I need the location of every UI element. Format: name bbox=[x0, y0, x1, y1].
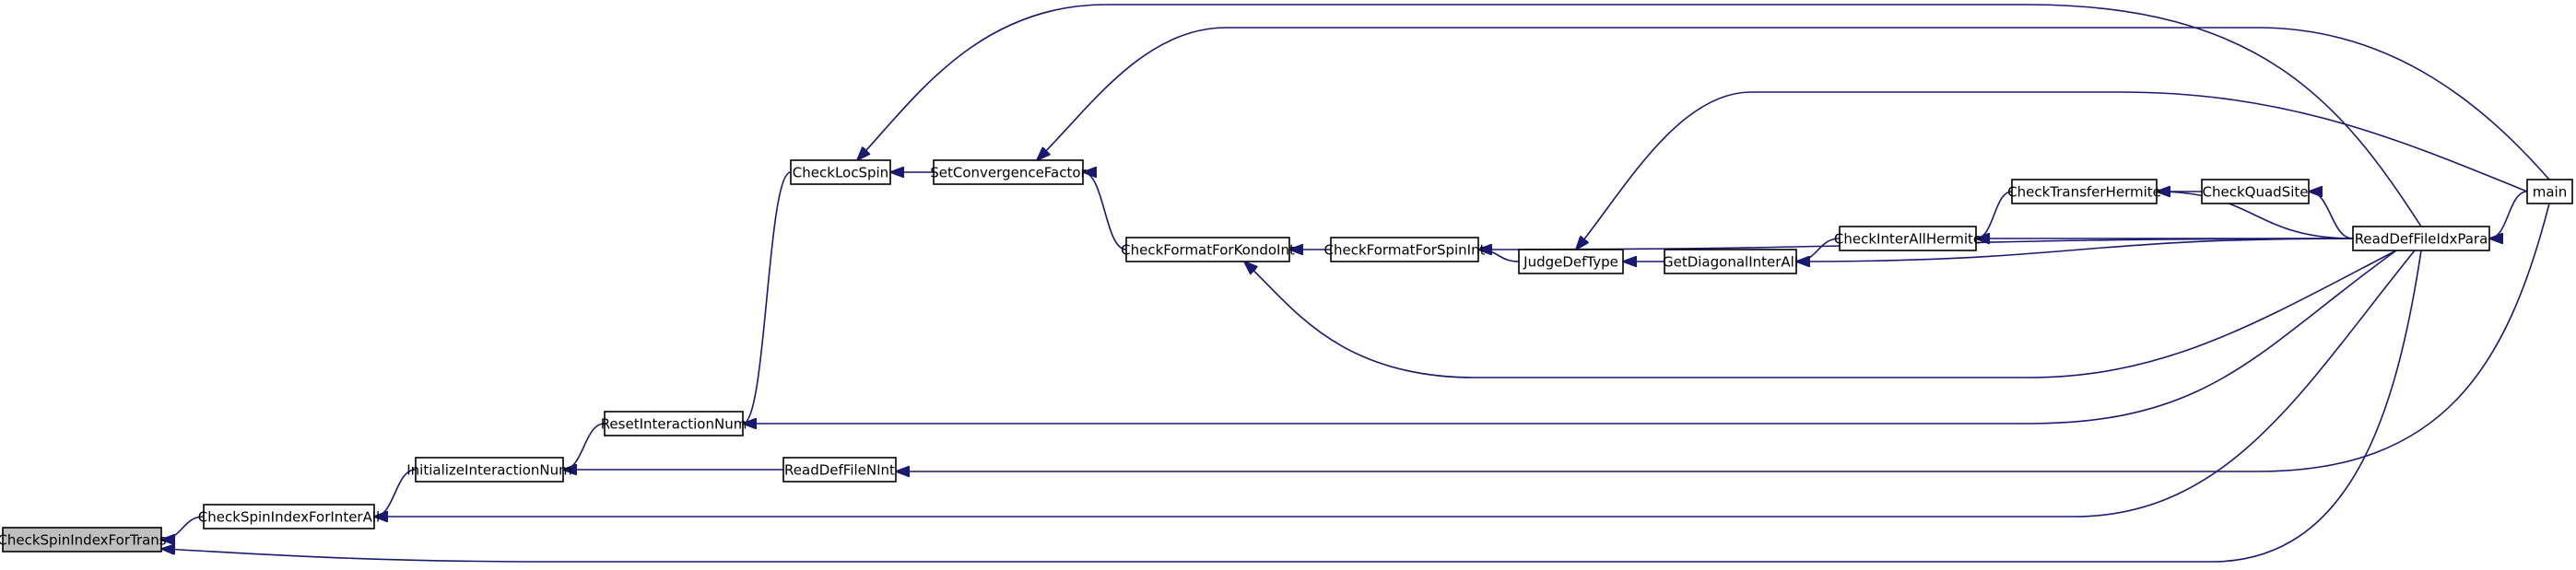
node-CheckTransferHermite[interactable]: CheckTransferHermite bbox=[2007, 179, 2161, 204]
node-CheckFormatForKondoInt[interactable]: CheckFormatForKondoInt bbox=[1121, 237, 1295, 262]
edge-ReadDefFileIdxPara-to-CheckSpinIndexForInterAll bbox=[374, 250, 2416, 517]
node-label: CheckQuadSite bbox=[2203, 184, 2309, 201]
node-label: CheckFormatForSpinInt bbox=[1324, 242, 1486, 259]
node-label: GetDiagonalInterAll bbox=[1663, 254, 1798, 271]
node-label: main bbox=[2533, 184, 2567, 201]
node-box bbox=[933, 159, 1084, 185]
node-main[interactable]: main bbox=[2526, 179, 2573, 204]
node-SetConvergenceFactor[interactable]: SetConvergenceFactor bbox=[930, 159, 1088, 185]
node-box bbox=[2352, 226, 2490, 251]
node-CheckFormatForSpinInt[interactable]: CheckFormatForSpinInt bbox=[1324, 237, 1486, 262]
node-CheckLocSpin[interactable]: CheckLocSpin bbox=[790, 159, 891, 185]
edge-CheckFormatForKondoInt-to-SetConvergenceFactor bbox=[1083, 172, 1127, 250]
node-InitializeInteractionNum[interactable]: InitializeInteractionNum bbox=[406, 457, 572, 483]
edge-main-to-JudgeDefType bbox=[1576, 91, 2528, 250]
node-label: CheckLocSpin bbox=[793, 165, 888, 181]
node-box bbox=[1664, 249, 1797, 274]
node-label: CheckTransferHermite bbox=[2007, 184, 2161, 201]
node-label: SetConvergenceFactor bbox=[930, 165, 1087, 181]
node-label: CheckFormatForKondoInt bbox=[1121, 242, 1295, 259]
node-box bbox=[1839, 226, 1977, 251]
edge-main-to-ReadDefFileIdxPara bbox=[2489, 191, 2528, 238]
edge-ReadDefFileIdxPara-to-CheckLocSpin bbox=[857, 4, 2422, 227]
node-ResetInteractionNum[interactable]: ResetInteractionNum bbox=[601, 411, 747, 436]
node-box bbox=[782, 457, 897, 483]
nodes-layer: CheckSpinIndexForTrans CheckSpinIndexForI… bbox=[0, 159, 2573, 553]
node-box bbox=[203, 504, 375, 529]
edge-ReadDefFileIdxPara-to-GetDiagonalInterAll bbox=[1796, 238, 2354, 262]
edge-ReadDefFileIdxPara-to-CheckTransferHermite bbox=[2157, 192, 2354, 239]
node-label: CheckSpinIndexForInterAll bbox=[198, 509, 380, 526]
edge-ReadDefFileIdxPara-to-CheckSpinIndexForTrans bbox=[161, 250, 2422, 563]
node-label: ResetInteractionNum bbox=[601, 416, 747, 433]
node-box bbox=[2201, 179, 2310, 204]
node-CheckInterAllHermite[interactable]: CheckInterAllHermite bbox=[1834, 226, 1982, 251]
edge-main-to-SetConvergenceFactor bbox=[1037, 27, 2550, 180]
edge-CheckLocSpin-to-ResetInteractionNum bbox=[743, 171, 792, 424]
node-label: InitializeInteractionNum bbox=[406, 462, 572, 479]
node-box bbox=[2, 527, 162, 553]
node-box bbox=[2526, 179, 2573, 204]
node-JudgeDefType[interactable]: JudgeDefType bbox=[1518, 249, 1624, 274]
node-label: CheckSpinIndexForTrans bbox=[0, 532, 167, 549]
node-box bbox=[415, 457, 564, 483]
node-box bbox=[604, 411, 744, 436]
node-box bbox=[2011, 179, 2158, 204]
node-GetDiagonalInterAll[interactable]: GetDiagonalInterAll bbox=[1663, 249, 1798, 274]
edge-ReadDefFileIdxPara-to-CheckFormatForKondoInt bbox=[1244, 250, 2397, 378]
node-box bbox=[790, 159, 891, 185]
node-box bbox=[1125, 237, 1290, 262]
edge-main-to-ReadDefFileNInt bbox=[896, 203, 2550, 471]
edge-ReadDefFileIdxPara-to-CheckQuadSite bbox=[2309, 192, 2354, 239]
node-ReadDefFileNInt[interactable]: ReadDefFileNInt bbox=[782, 457, 897, 483]
node-label: ReadDefFileNInt bbox=[784, 462, 895, 479]
edge-ReadDefFileIdxPara-to-ResetInteractionNum bbox=[743, 250, 2397, 424]
node-label: ReadDefFileIdxPara bbox=[2355, 231, 2488, 248]
node-label: CheckInterAllHermite bbox=[1834, 231, 1982, 248]
node-ReadDefFileIdxPara[interactable]: ReadDefFileIdxPara bbox=[2352, 226, 2490, 251]
node-label: JudgeDefType bbox=[1523, 254, 1618, 271]
node-box bbox=[1518, 249, 1624, 274]
node-CheckSpinIndexForTrans[interactable]: CheckSpinIndexForTrans bbox=[0, 527, 167, 553]
edge-CheckSpinIndexForInterAll-to-CheckSpinIndexForTrans bbox=[161, 516, 205, 540]
node-CheckQuadSite[interactable]: CheckQuadSite bbox=[2201, 179, 2310, 204]
node-box bbox=[1330, 237, 1479, 262]
node-CheckSpinIndexForInterAll[interactable]: CheckSpinIndexForInterAll bbox=[198, 504, 380, 529]
